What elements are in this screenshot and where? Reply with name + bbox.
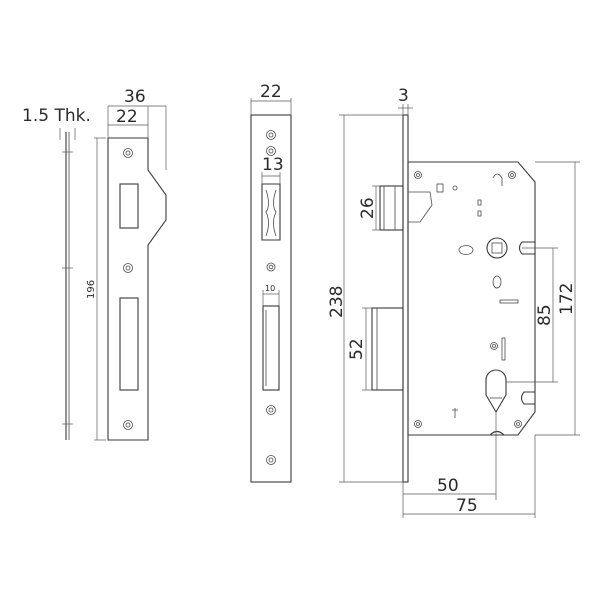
latch-bolt xyxy=(379,185,404,231)
faceplate-thickness-label: 3 xyxy=(398,86,409,106)
strike-plate-width-label: 22 xyxy=(116,107,138,127)
faceplate-screw-top xyxy=(266,130,276,140)
total-height-label: 238 xyxy=(327,286,347,318)
latch-height-label: 26 xyxy=(358,197,378,219)
deadbolt xyxy=(371,307,404,391)
strike-height-dim xyxy=(94,137,106,441)
deadbolt-height-label: 52 xyxy=(347,338,367,360)
strike-screw-hole-top xyxy=(123,148,133,158)
strike-side-profile xyxy=(59,128,76,440)
handle-backset-label: 75 xyxy=(456,496,478,516)
latch-width-label: 13 xyxy=(262,155,284,175)
strike-total-width-label: 36 xyxy=(124,87,146,107)
strike-screw-hole-bottom-inner xyxy=(125,422,131,428)
strike-plate xyxy=(107,137,167,441)
handle-follower xyxy=(486,237,508,259)
strike-width-dims xyxy=(107,105,167,170)
strike-latch-opening xyxy=(119,183,139,229)
lock-body xyxy=(371,114,536,483)
faceplate-screw-middle xyxy=(266,262,276,272)
strike-thickness-label: 1.5 Thk. xyxy=(22,106,91,126)
strike-screw-hole-bottom xyxy=(123,420,133,430)
cylinder-hole xyxy=(485,369,507,414)
strike-bolt-opening xyxy=(119,297,139,391)
faceplate-screw-top-2 xyxy=(266,146,276,156)
lock-dims xyxy=(339,104,580,518)
faceplate-screw-bottom xyxy=(266,405,276,415)
cylinder-backset-label: 50 xyxy=(437,476,459,496)
deadbolt-width-label: 10 xyxy=(265,284,275,293)
latch-bolt-face xyxy=(261,183,281,241)
faceplate-screw-bottom-2 xyxy=(266,455,276,465)
lock-case xyxy=(407,161,536,436)
handle-to-cylinder-label: 85 xyxy=(535,304,555,326)
faceplate-width-label: 22 xyxy=(260,82,282,102)
case-height-label: 172 xyxy=(557,283,577,315)
faceplate-edge xyxy=(402,114,409,483)
strike-screw-hole-top-inner xyxy=(125,150,131,156)
strike-screw-hole-middle xyxy=(123,263,133,273)
strike-height-label: 196 xyxy=(86,280,97,299)
deadbolt-face xyxy=(262,305,280,391)
strike-screw-hole-middle-inner xyxy=(125,265,131,271)
faceplate-dims xyxy=(250,98,292,306)
faceplate xyxy=(250,114,292,483)
